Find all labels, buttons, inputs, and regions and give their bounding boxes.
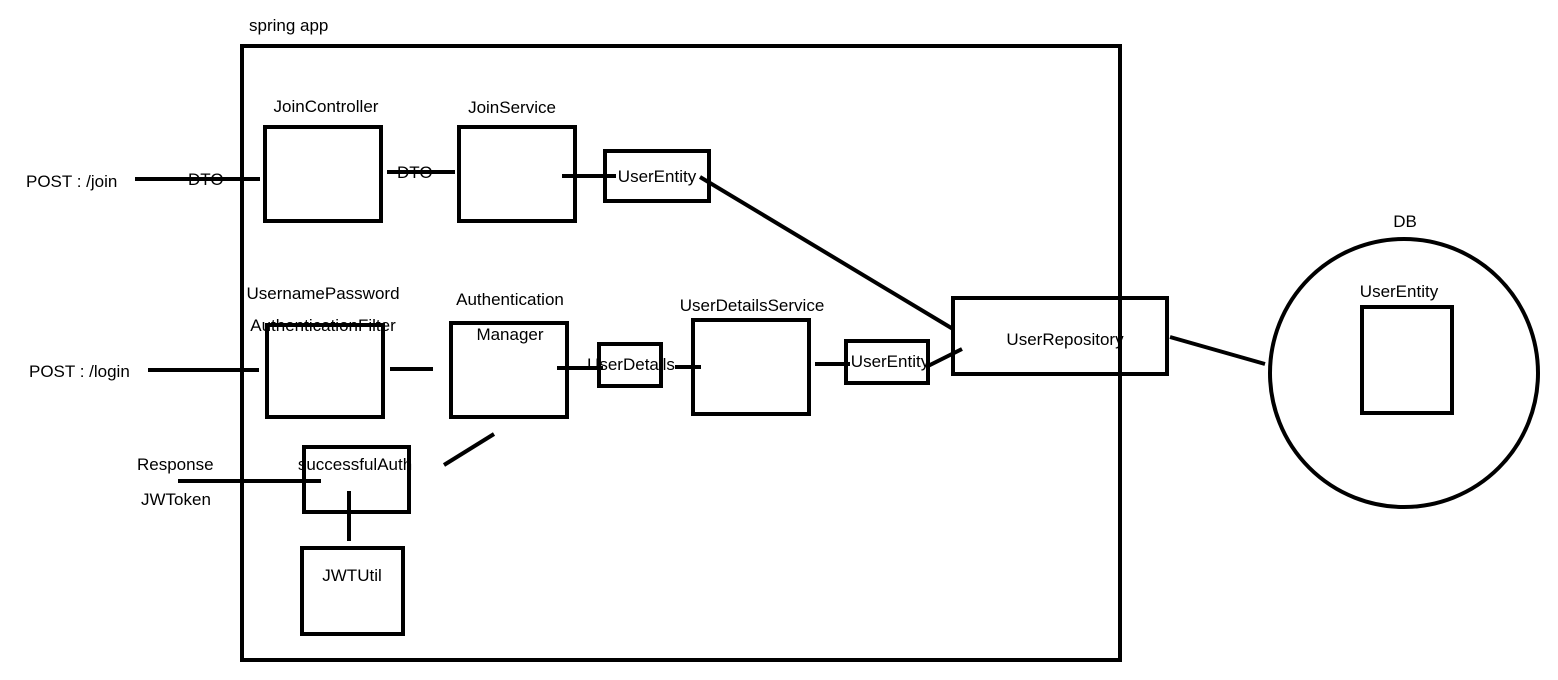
auth-filter-box	[265, 323, 385, 419]
jwt-util-box	[300, 546, 405, 636]
join-controller-box	[263, 125, 383, 223]
user-details-service-label: UserDetailsService	[679, 296, 825, 315]
post-login-label: POST : /login	[29, 362, 130, 381]
auth-filter-label-line2: AuthenticationFilter	[250, 316, 396, 335]
spring-app-label: spring app	[249, 16, 329, 35]
successful-auth-label: successfulAuth	[297, 455, 413, 474]
edge-entity-repository	[698, 175, 955, 331]
edge-repository-db	[1169, 335, 1266, 366]
edge-entity-login-repository	[925, 347, 963, 369]
user-repository-label: UserRepository	[1006, 330, 1124, 349]
user-repository-box	[951, 296, 1169, 376]
jwtoken-label: JWToken	[141, 490, 211, 509]
join-service-box	[457, 125, 577, 223]
user-entity-join-label: UserEntity	[617, 167, 697, 186]
auth-filter-label-line1: UsernamePassword	[246, 284, 400, 303]
dto-service-label: DTO	[397, 163, 433, 182]
auth-manager-label-line2: Manager	[476, 325, 544, 344]
spring-app-container	[240, 44, 1122, 662]
join-service-label: JoinService	[468, 98, 556, 117]
db-label: DB	[1393, 212, 1417, 231]
user-entity-login-label: UserEntity	[850, 352, 930, 371]
join-controller-label: JoinController	[273, 97, 379, 116]
user-details-box	[597, 342, 663, 388]
user-details-service-box	[691, 318, 811, 416]
post-join-label: POST : /join	[26, 172, 118, 191]
edge-manager-successful-auth	[442, 432, 496, 467]
auth-manager-label-line1: Authentication	[456, 290, 564, 309]
dto-in-label: DTO	[188, 170, 224, 189]
user-details-label: UserDetails	[587, 355, 675, 374]
db-user-entity-label: UserEntity	[1359, 282, 1439, 301]
jwt-util-label: JWTUtil	[322, 566, 382, 585]
db-circle	[1268, 237, 1540, 509]
response-label: Response	[137, 455, 214, 474]
db-user-entity-box	[1360, 305, 1454, 415]
